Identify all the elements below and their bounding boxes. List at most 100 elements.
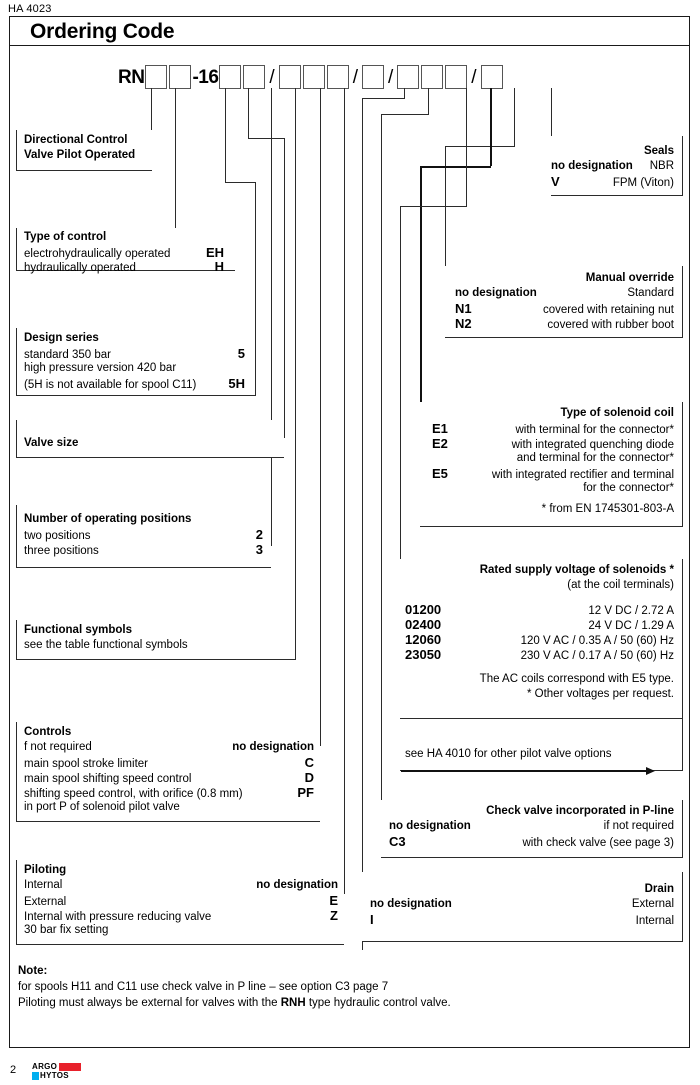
functional-symbols-heading: Functional symbols <box>24 624 132 636</box>
controls-code-3: PF <box>297 785 314 800</box>
section-type-of-control: Type of control electrohydraulically ope… <box>16 228 235 274</box>
rated-voltage-label-0: 12 V DC / 2.72 A <box>588 605 674 617</box>
argo-hytos-logo: ARGO HYTOS <box>32 1062 88 1081</box>
rated-voltage-code-1: 02400 <box>405 617 442 632</box>
type-of-control-row-1: hydraulically operated H <box>24 259 224 276</box>
code-box-9[interactable] <box>397 65 420 89</box>
note-section: Note: for spools H11 and C11 use check v… <box>18 963 681 1039</box>
rated-voltage-row-3: 23050 230 V AC / 0.17 A / 50 (60) Hz <box>405 647 674 664</box>
rated-voltage-row-1: 02400 24 V DC / 1.29 A <box>405 617 674 634</box>
manual-override-code-2: N2 <box>455 316 472 331</box>
piloting-label-0: Internal <box>24 879 63 891</box>
code-prefix-RN: RN <box>118 66 145 88</box>
leader-line-5 <box>271 88 272 546</box>
operating-positions-code-1: 3 <box>255 542 263 557</box>
section-pilot-valve-options: see HA 4010 for other pilot valve option… <box>400 719 683 771</box>
solenoid-coil-label-1: with integrated quenching diode <box>511 439 674 451</box>
leader-line-coil-v <box>420 166 422 402</box>
code-box-11[interactable] <box>445 65 468 89</box>
leader-line-3 <box>225 88 226 182</box>
ordering-code-row: RN -16 / / / / <box>118 64 504 90</box>
controls-row-0: f not required no designation <box>24 740 314 755</box>
manual-override-row-1: N1 covered with retaining nut <box>455 301 674 318</box>
note-title: Note: <box>18 965 48 977</box>
rated-voltage-note-2: * Other voltages per request. <box>526 688 674 700</box>
check-valve-row-0: no designation if not required <box>389 819 674 834</box>
section-directional-control: Directional Control Valve Pilot Operated <box>16 130 152 171</box>
controls-code-1: C <box>304 755 314 770</box>
controls-label-1: main spool stroke limiter <box>24 758 148 770</box>
leader-line-drain <box>404 88 405 98</box>
code-box-2[interactable] <box>169 65 192 89</box>
controls-row-3: shifting speed control, with orifice (0.… <box>24 785 314 802</box>
code-separator-2: / <box>352 66 358 88</box>
check-valve-code-0: no designation <box>389 820 471 832</box>
piloting-code-1: E <box>329 893 338 908</box>
code-separator-4: / <box>471 66 477 88</box>
section-operating-positions: Number of operating positions two positi… <box>16 505 271 568</box>
code-box-6[interactable] <box>302 65 325 89</box>
leader-line-mo-h <box>445 146 515 147</box>
rated-voltage-code-0: 01200 <box>405 602 442 617</box>
piloting-label-3: 30 bar fix setting <box>24 924 109 936</box>
design-series-label-1: high pressure version 420 bar <box>24 362 177 374</box>
controls-label-4: in port P of solenoid pilot valve <box>24 801 180 813</box>
code-box-7[interactable] <box>326 65 349 89</box>
drain-label-0: External <box>631 898 674 910</box>
rated-voltage-row-0: 01200 12 V DC / 2.72 A <box>405 602 674 619</box>
operating-positions-row-0: two positions 2 <box>24 527 263 544</box>
leader-line-1 <box>151 88 152 154</box>
leader-line-manual-override <box>514 88 515 146</box>
section-design-series: Design series standard 350 bar 5 high pr… <box>16 328 255 396</box>
section-valve-size: Valve size <box>16 420 284 458</box>
controls-code-0: no designation <box>232 741 314 753</box>
solenoid-coil-code-3: E5 <box>432 466 448 481</box>
leader-line-cv-v <box>381 114 382 808</box>
piloting-label-1: External <box>24 896 67 908</box>
solenoid-coil-heading: Type of solenoid coil <box>560 407 674 419</box>
rated-voltage-label-3: 230 V AC / 0.17 A / 50 (60) Hz <box>520 650 674 662</box>
solenoid-coil-label-2: and terminal for the connector* <box>516 452 674 464</box>
logo-swatch-red <box>59 1062 82 1071</box>
design-series-row-0: standard 350 bar 5 <box>24 346 245 363</box>
leader-line-drain-v <box>362 98 363 950</box>
seals-heading: Seals <box>643 145 674 157</box>
code-box-3[interactable] <box>219 65 242 89</box>
piloting-code-0: no designation <box>256 879 338 891</box>
section-check-valve: Check valve incorporated in P-line no de… <box>381 800 683 858</box>
code-separator-3: / <box>387 66 394 88</box>
check-valve-heading: Check valve incorporated in P-line <box>486 805 674 817</box>
page-frame <box>9 16 690 1048</box>
code-box-4[interactable] <box>243 65 266 89</box>
directional-control-heading-1: Directional Control <box>24 134 128 146</box>
note-line-2-pre: Piloting must always be external for val… <box>18 997 281 1009</box>
leader-line-3-h <box>225 182 255 183</box>
design-series-label-0: standard 350 bar <box>24 349 111 361</box>
code-box-10[interactable] <box>421 65 444 89</box>
manual-override-label-2: covered with rubber boot <box>547 319 674 331</box>
leader-line-7 <box>320 88 321 746</box>
solenoid-coil-row-3: E5 with integrated rectifier and termina… <box>432 466 674 483</box>
logo-word-argo: ARGO <box>32 1062 58 1071</box>
drain-label-1: Internal <box>635 915 674 927</box>
code-box-5[interactable] <box>278 65 301 89</box>
code-box-8[interactable] <box>361 65 384 89</box>
design-series-code-0: 5 <box>237 346 245 361</box>
code-box-12[interactable] <box>480 65 503 89</box>
operating-positions-row-1: three positions 3 <box>24 542 263 559</box>
operating-positions-label-1: three positions <box>24 545 99 557</box>
code-box-1[interactable] <box>145 65 168 89</box>
rated-voltage-row-2: 12060 120 V AC / 0.35 A / 50 (60) Hz <box>405 632 674 649</box>
design-series-row-2: (5H is not available for spool C11) 5H <box>24 376 245 393</box>
solenoid-coil-label-4: for the connector* <box>583 482 674 494</box>
note-line-1: for spools H11 and C11 use check valve i… <box>18 981 389 993</box>
leader-line-drain-h <box>362 98 405 99</box>
manual-override-code-1: N1 <box>455 301 472 316</box>
check-valve-label-1: with check valve (see page 3) <box>522 837 675 849</box>
rated-voltage-label-2: 120 V AC / 0.35 A / 50 (60) Hz <box>520 635 674 647</box>
piloting-label-2: Internal with pressure reducing valve <box>24 911 212 923</box>
solenoid-coil-footnote: * from EN 1745301-803-A <box>541 503 674 515</box>
rated-voltage-code-3: 23050 <box>405 647 442 662</box>
rated-voltage-label-1: 24 V DC / 1.29 A <box>588 620 674 632</box>
seals-code-0: no designation <box>551 160 633 172</box>
